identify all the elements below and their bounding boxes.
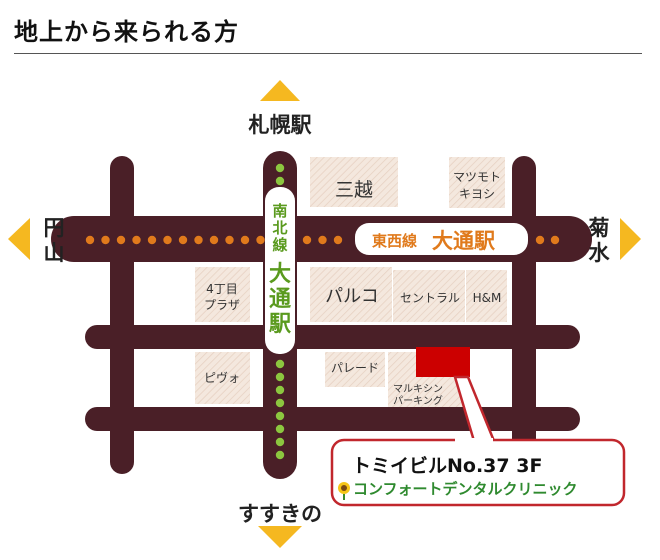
tozai-station-name: 大通駅 xyxy=(432,228,496,253)
tozai-dot xyxy=(132,235,141,245)
direction-south-label: すすきの xyxy=(238,501,322,526)
title-divider xyxy=(14,53,642,54)
label-parade: パレード xyxy=(331,361,379,375)
building-parco xyxy=(310,267,392,322)
nanboku-dot xyxy=(275,450,285,460)
arrow-north-icon xyxy=(260,80,300,101)
nanboku-station-char-3: 駅 xyxy=(269,311,291,337)
building-parade xyxy=(325,352,385,387)
nanboku-line-char-2: 北 xyxy=(272,219,287,237)
tozai-dot xyxy=(550,235,560,245)
label-central: セントラル xyxy=(400,291,460,305)
nanboku-dot xyxy=(275,359,285,369)
buildings-layer xyxy=(195,157,507,407)
tozai-dot xyxy=(256,235,265,245)
building-mitsukoshi xyxy=(310,157,398,207)
tozai-dot xyxy=(194,235,203,245)
building-central xyxy=(393,270,465,322)
tozai-dot xyxy=(147,235,157,245)
nanboku-dot xyxy=(275,163,285,173)
destination-building: トミイビルNo.37 3F xyxy=(352,455,542,477)
nanboku-station-char-2: 通 xyxy=(269,286,291,312)
nanboku-dot xyxy=(275,424,285,434)
nanboku-dot xyxy=(275,372,285,382)
nanboku-line-char-1: 南 xyxy=(272,202,287,220)
nanboku-dot xyxy=(275,176,285,186)
tozai-dot xyxy=(178,235,188,245)
tozai-dot xyxy=(240,235,250,245)
direction-east-label-1: 菊 xyxy=(589,215,610,240)
label-hm: H&M xyxy=(473,291,502,305)
tozai-dot xyxy=(209,235,219,245)
direction-west-label-2: 山 xyxy=(44,240,65,265)
building-plaza xyxy=(195,267,250,322)
nanboku-line-char-3: 線 xyxy=(272,236,287,254)
nanboku-station-char-1: 大 xyxy=(269,261,291,287)
building-pivot xyxy=(195,352,250,404)
page-title: 地上から来られる方 xyxy=(14,17,239,46)
destination-clinic: コンフォートデンタルクリニック xyxy=(353,480,578,498)
label-plaza-1: 4丁目 xyxy=(206,282,238,296)
destination-callout: トミイビルNo.37 3F コンフォートデンタルクリニック xyxy=(330,375,626,507)
nanboku-dot xyxy=(275,385,285,395)
sunflower-icon xyxy=(338,482,350,500)
tozai-dot xyxy=(163,235,172,245)
tozai-line-name: 東西線 xyxy=(372,232,417,250)
tozai-dot xyxy=(302,235,312,245)
destination-marker xyxy=(416,347,470,377)
label-parco: パルコ xyxy=(325,286,379,307)
label-plaza-2: プラザ xyxy=(204,298,240,312)
nanboku-station-box xyxy=(265,187,295,354)
label-parking-1: マルキシン xyxy=(393,384,443,395)
direction-north-label: 札幌駅 xyxy=(248,112,313,137)
label-parking-2: パーキング xyxy=(393,394,443,407)
direction-west-label-1: 円 xyxy=(44,215,65,240)
direction-east-label-2: 水 xyxy=(589,240,611,265)
tozai-dot xyxy=(318,235,327,245)
building-matsumoto xyxy=(449,157,505,208)
nanboku-line-dots xyxy=(275,163,285,460)
tozai-dot xyxy=(333,235,343,245)
label-pivot: ピヴォ xyxy=(204,370,240,385)
tozai-line-dots xyxy=(85,235,560,245)
tozai-dot xyxy=(225,235,234,245)
label-matsumoto-1: マツモト xyxy=(453,170,501,184)
nanboku-dot xyxy=(275,437,285,447)
arrow-east-icon xyxy=(620,218,641,260)
tozai-dot xyxy=(535,235,545,245)
tozai-station-box xyxy=(355,223,528,255)
tozai-dot xyxy=(85,235,95,245)
arrow-west-icon xyxy=(8,218,30,260)
building-hm xyxy=(466,270,507,322)
label-matsumoto-2: キヨシ xyxy=(459,187,495,201)
nanboku-dot xyxy=(275,411,285,421)
tozai-dot xyxy=(101,235,110,245)
label-mitsukoshi: 三越 xyxy=(335,179,373,201)
nanboku-dot xyxy=(275,398,285,408)
arrow-south-icon xyxy=(258,526,302,548)
tozai-dot xyxy=(116,235,126,245)
